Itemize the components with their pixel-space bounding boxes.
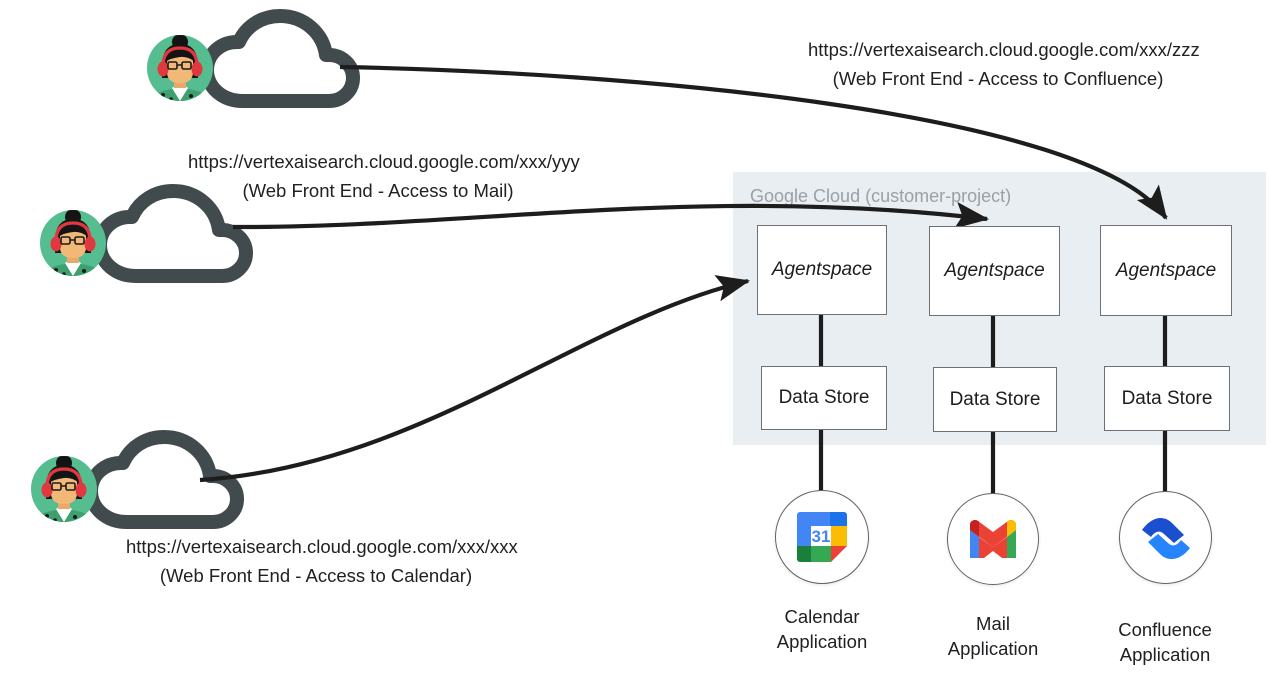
actor-caption-calendar: (Web Front End - Access to Calendar)	[159, 564, 473, 586]
data-store-box-mail[interactable]: Data Store	[933, 367, 1057, 432]
agentspace-box-mail[interactable]: Agentspace	[929, 226, 1060, 316]
agentspace-box-confluence[interactable]: Agentspace	[1100, 225, 1232, 316]
actor-label-calendar: https://vertexaisearch.cloud.google.com/…	[126, 533, 518, 590]
arrow-mail	[232, 201, 990, 230]
arrow-calendar	[199, 275, 751, 483]
mail-caption-line1: Mail	[976, 613, 1010, 634]
data-store-box-confluence[interactable]: Data Store	[1104, 366, 1230, 431]
actor-caption-confluence: (Web Front End - Access to Confluence)	[832, 67, 1164, 89]
calendar-application-caption: Calendar Application	[742, 605, 902, 655]
actor-url-calendar: https://vertexaisearch.cloud.google.com/…	[126, 536, 518, 557]
agentspace-box-calendar[interactable]: Agentspace	[757, 225, 887, 315]
calendar-caption-line1: Calendar	[784, 606, 860, 627]
user-avatar-icon	[31, 456, 97, 522]
user-avatar-icon	[40, 210, 106, 276]
actor-label-confluence: https://vertexaisearch.cloud.google.com/…	[808, 36, 1200, 93]
google-calendar-icon: 31	[797, 512, 847, 562]
arrow-confluence	[339, 64, 1168, 220]
actor-url-mail: https://vertexaisearch.cloud.google.com/…	[188, 151, 580, 172]
mail-application-caption: Mail Application	[913, 612, 1073, 662]
confluence-icon	[1141, 517, 1190, 559]
user-avatar-icon	[147, 35, 213, 101]
confluence-caption-line2: Application	[1119, 643, 1211, 665]
google-cloud-region-label: Google Cloud (customer-project)	[750, 186, 1012, 206]
actor-label-mail: https://vertexaisearch.cloud.google.com/…	[188, 148, 580, 205]
confluence-application-icon[interactable]	[1119, 491, 1212, 584]
svg-text:31: 31	[812, 527, 831, 546]
calendar-caption-line2: Application	[776, 630, 868, 652]
cloud-icon	[200, 9, 360, 108]
gmail-icon	[970, 520, 1016, 558]
mail-application-icon[interactable]	[947, 493, 1039, 585]
actor-url-confluence: https://vertexaisearch.cloud.google.com/…	[808, 39, 1200, 60]
confluence-caption-line1: Confluence	[1118, 619, 1212, 640]
confluence-application-caption: Confluence Application	[1085, 618, 1245, 668]
mail-caption-line2: Application	[947, 637, 1039, 659]
data-store-box-calendar[interactable]: Data Store	[761, 366, 887, 430]
calendar-application-icon[interactable]: 31	[775, 490, 869, 584]
actor-caption-mail: (Web Front End - Access to Mail)	[242, 179, 514, 201]
